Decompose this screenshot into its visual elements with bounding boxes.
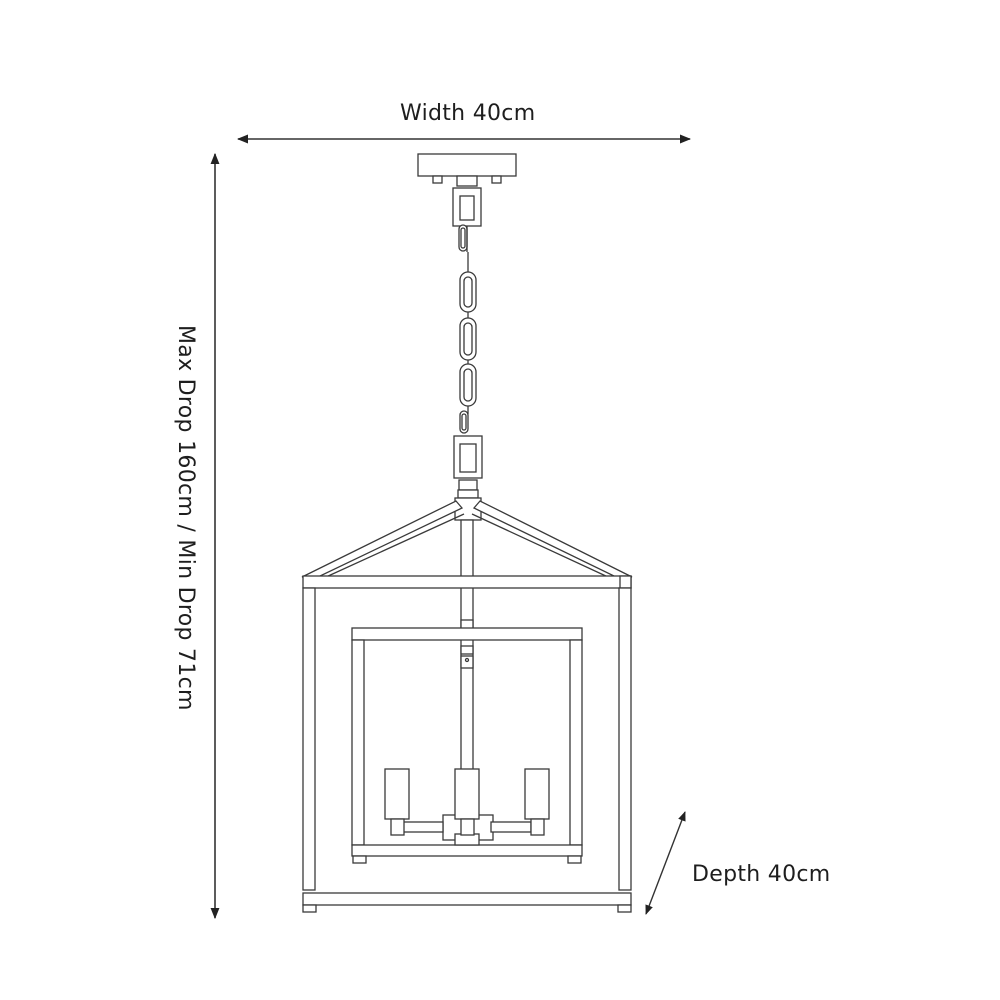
lower-shackle (453, 435, 483, 499)
ceiling-canopy (417, 153, 517, 227)
chain (458, 224, 477, 434)
depth-label: Depth 40cm (692, 862, 831, 887)
drop-label: Max Drop 160cm / Min Drop 71cm (173, 325, 198, 711)
inner-frame (351, 627, 583, 864)
outer-frame (302, 575, 632, 913)
candle-sockets (384, 768, 550, 846)
width-label: Width 40cm (400, 101, 536, 126)
center-stem (460, 519, 474, 821)
depth-arrow (645, 811, 686, 915)
